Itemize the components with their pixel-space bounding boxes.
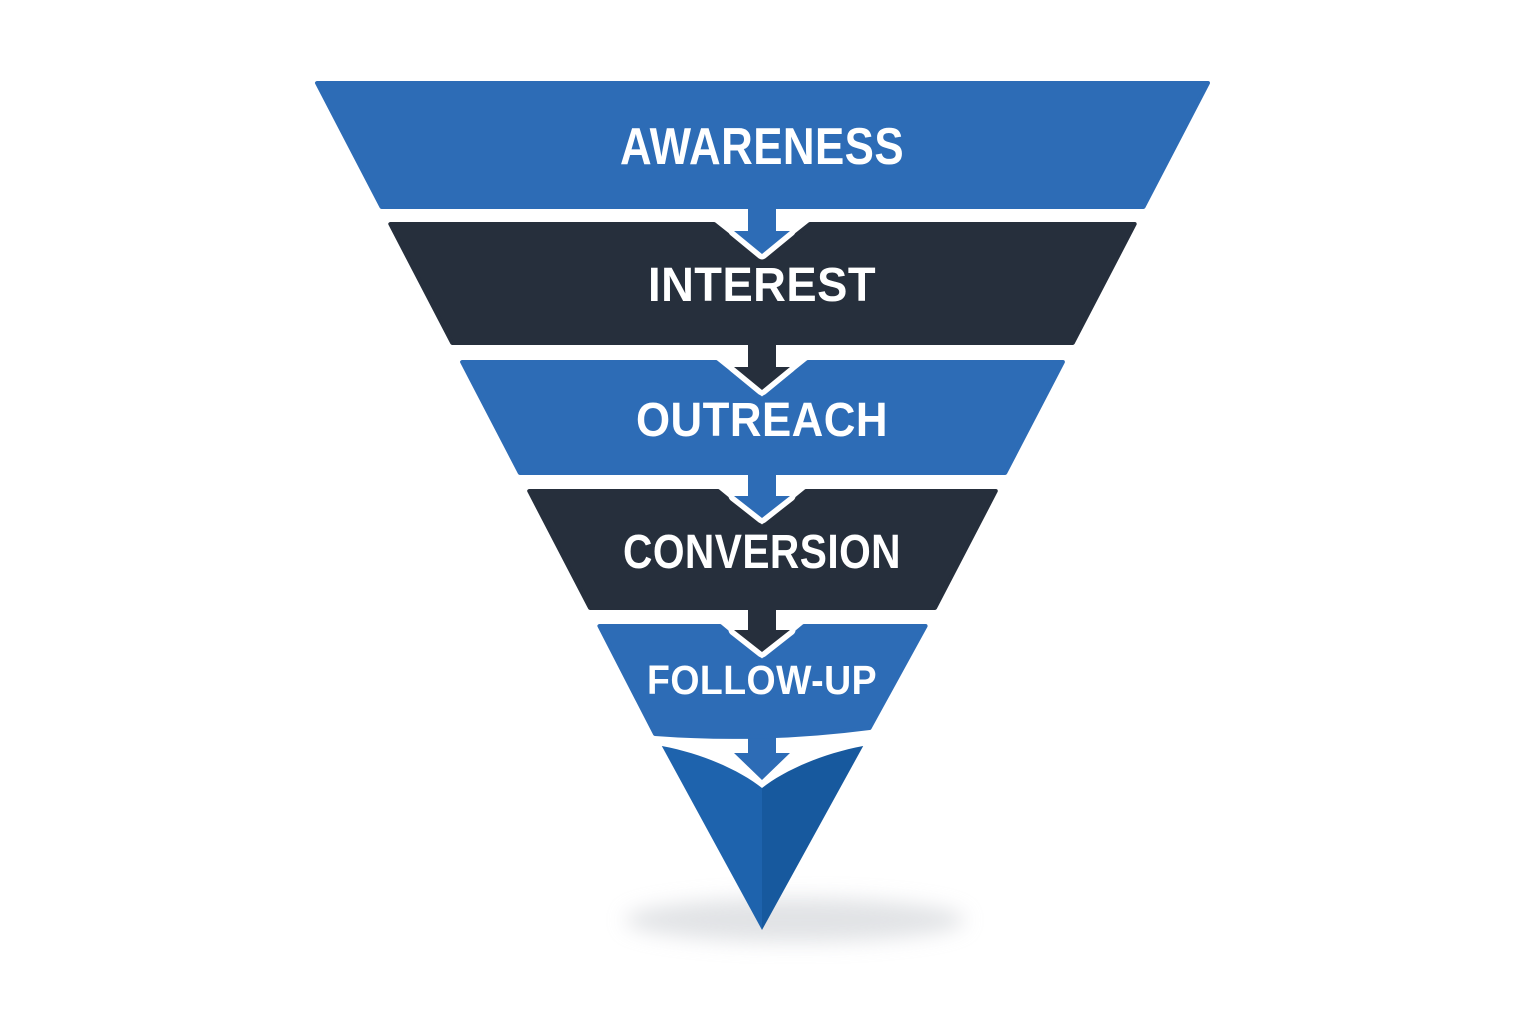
stage-interest-label: INTEREST	[648, 259, 876, 312]
tip-shadow	[625, 898, 965, 942]
stage-outreach-segment	[460, 360, 1065, 475]
stage-interest-segment	[388, 222, 1137, 345]
stage-awareness-label: AWARENESS	[620, 118, 904, 176]
stage-followup-segment	[597, 624, 928, 739]
stage-followup-label: FOLLOW-UP	[647, 657, 877, 703]
stage-outreach-label: OUTREACH	[636, 394, 888, 447]
funnel-tip-left	[661, 746, 762, 930]
stage-awareness-segment	[315, 81, 1210, 209]
funnel-tip-right	[762, 746, 864, 930]
stage-conversion-label: CONVERSION	[623, 526, 901, 579]
stage-conversion-segment	[527, 489, 998, 610]
